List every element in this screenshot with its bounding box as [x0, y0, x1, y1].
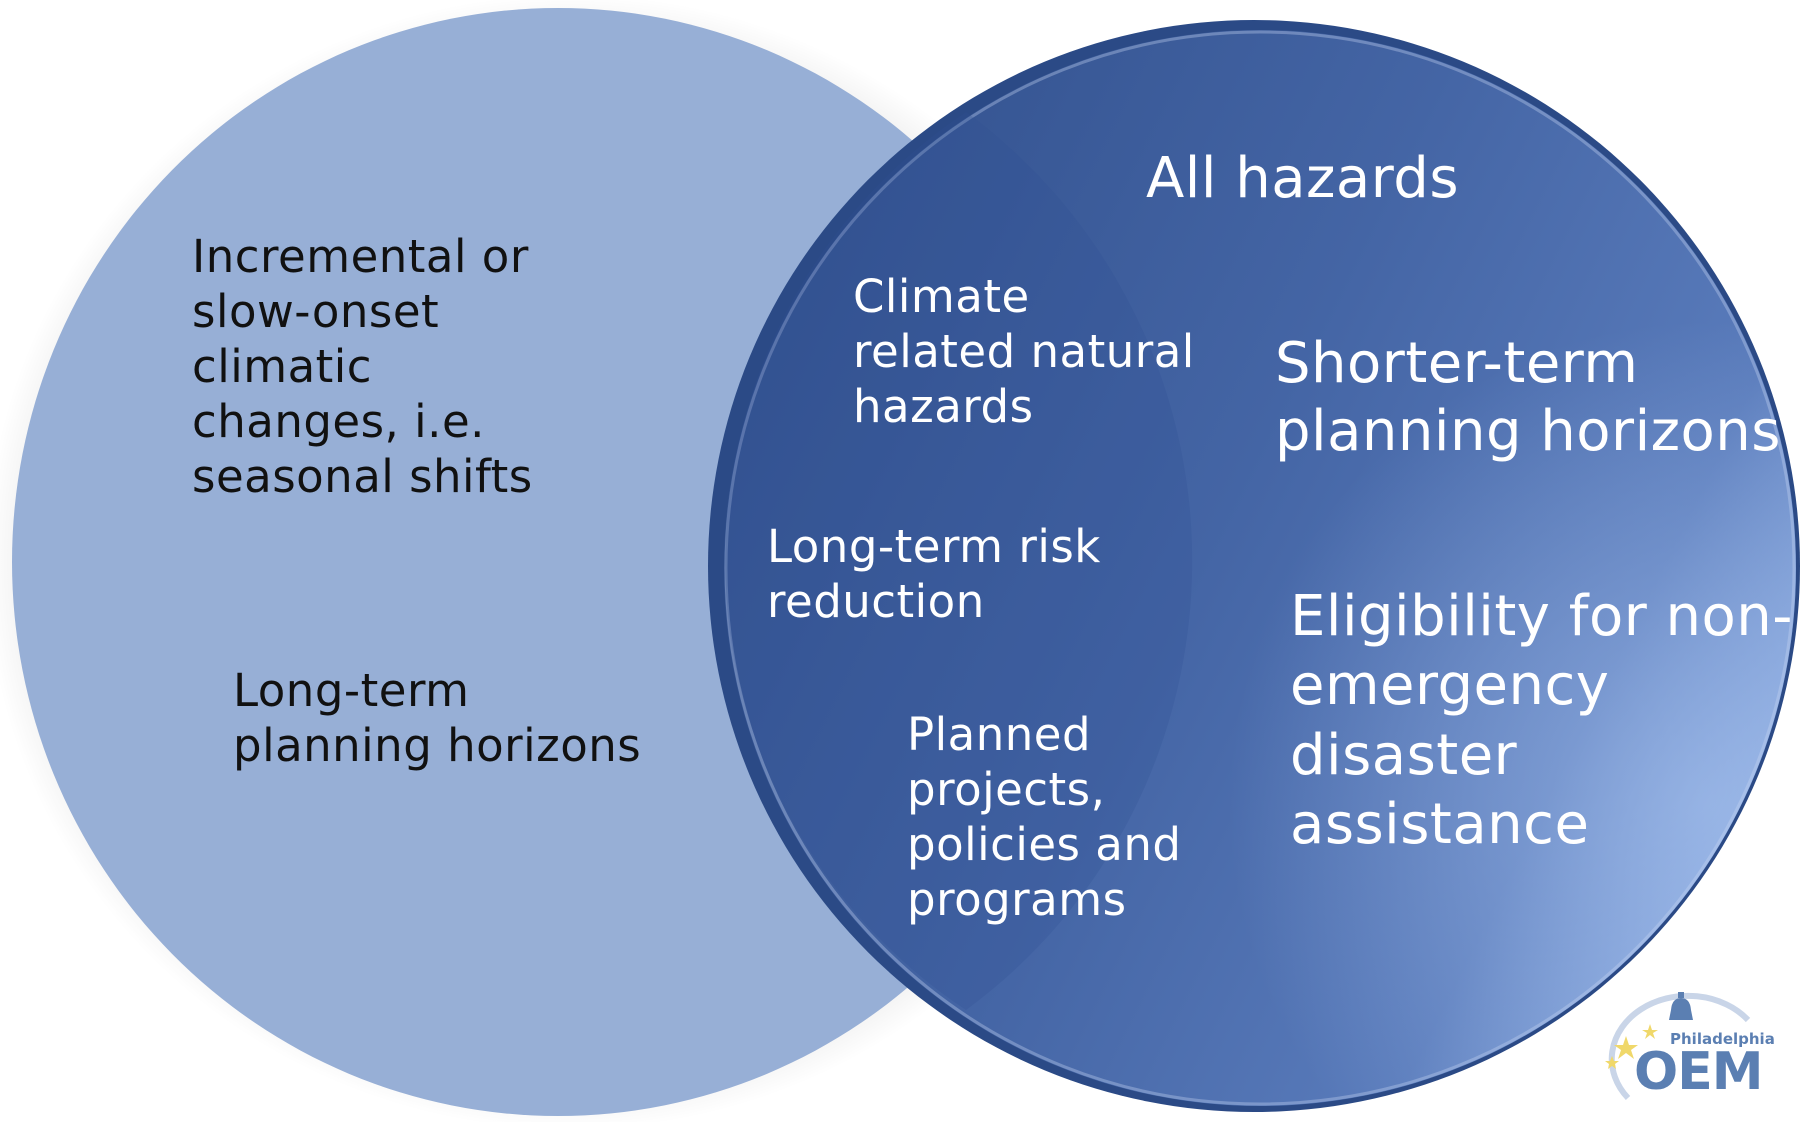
right-circle-shine — [724, 30, 1796, 1106]
overlap-region — [725, 112, 1193, 1010]
right-circle-edge — [724, 30, 1796, 1106]
right-item-eligibility: Eligibility for non- emergency disaster … — [1290, 584, 1793, 858]
left-item-slow-onset: Incremental or slow-onset climatic chang… — [192, 230, 533, 503]
left-item-long-term-planning: Long-term planning horizons — [233, 664, 642, 772]
logo-name: OEM — [1634, 1042, 1763, 1102]
right-item-shorter-term: Shorter-term planning horizons — [1275, 331, 1781, 465]
right-circle-title: All hazards — [1146, 146, 1460, 211]
overlap-item-climate-hazards: Climate related natural hazards — [853, 270, 1195, 433]
liberty-bell-icon — [1605, 992, 1751, 1101]
oem-logo: Philadelphia OEM — [1598, 990, 1778, 1110]
overlap-item-risk-reduction: Long-term risk reduction — [767, 520, 1101, 628]
logo-city: Philadelphia — [1670, 1030, 1775, 1048]
overlap-item-planned-projects: Planned projects, policies and programs — [907, 708, 1182, 926]
